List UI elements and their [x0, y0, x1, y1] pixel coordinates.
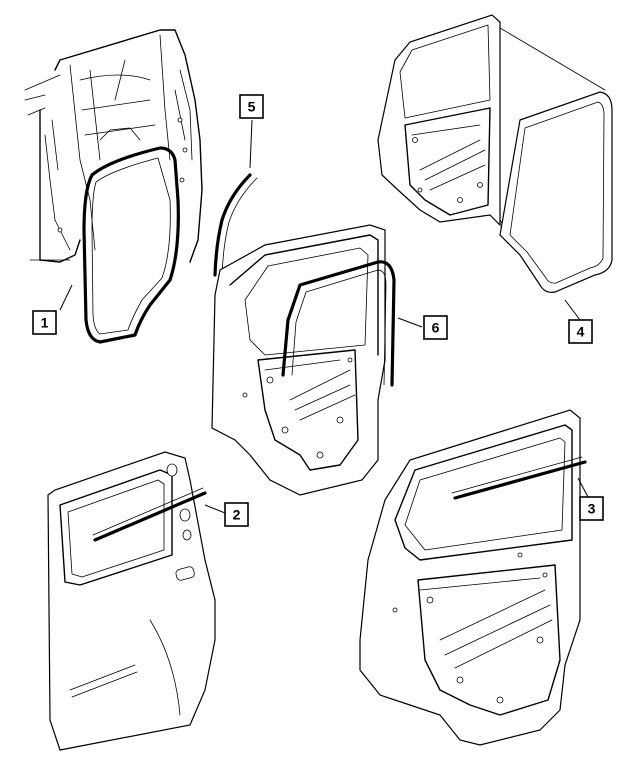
callout-3-label: 3 [588, 501, 596, 517]
callout-5: 5 [239, 94, 264, 119]
door-outer-panel-view [47, 451, 216, 751]
belt-weatherstrip [453, 460, 587, 500]
glass-run-strip-view [213, 173, 258, 277]
callout-4: 4 [568, 319, 593, 344]
door-glass-run-channel [281, 260, 396, 387]
callout-1: 1 [32, 310, 57, 335]
door-weatherstrip-seal [82, 146, 180, 344]
callout-2: 2 [224, 502, 249, 527]
callout-2-label: 2 [233, 507, 241, 523]
callout-6-label: 6 [432, 320, 440, 336]
callout-5-label: 5 [248, 99, 256, 115]
callout-1-label: 1 [41, 315, 49, 331]
leader-lines [59, 119, 589, 514]
door-frame-with-channel-view [211, 224, 396, 496]
door-with-watershield-view [377, 14, 613, 293]
glass-run-channel [213, 173, 252, 277]
body-opening-view [24, 29, 203, 344]
callout-6: 6 [423, 315, 448, 340]
callout-3: 3 [579, 496, 604, 521]
callout-4-label: 4 [577, 324, 585, 340]
belt-molding [93, 491, 207, 542]
watershield [499, 91, 613, 293]
door-with-belt-weatherstrip-view [359, 409, 587, 746]
